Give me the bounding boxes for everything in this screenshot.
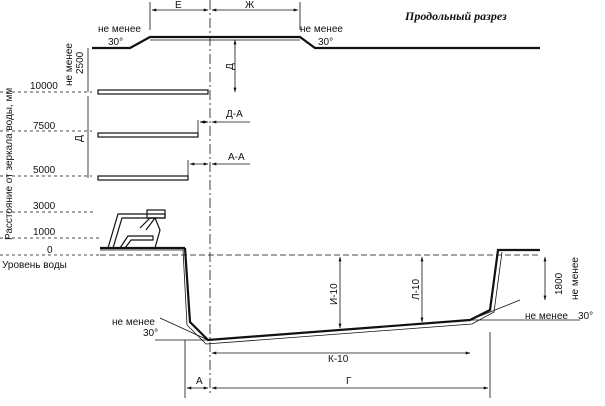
level-5000: 5000 bbox=[33, 165, 56, 176]
vertical-depth-dims bbox=[338, 256, 547, 329]
min-label-top-right: не менее bbox=[300, 24, 343, 35]
top-dimensions bbox=[149, 2, 301, 30]
level-1000: 1000 bbox=[33, 227, 56, 238]
axis-label: Расстояние от зеркала воды, мм bbox=[4, 88, 15, 240]
level-7500: 7500 bbox=[33, 121, 56, 132]
water-level-label: Уровень воды bbox=[2, 260, 67, 271]
dim-l10: Л-10 bbox=[411, 279, 422, 300]
platform-7500 bbox=[97, 132, 199, 138]
dim-aa: А-А bbox=[228, 152, 245, 163]
dim-g: Г bbox=[346, 376, 352, 387]
min-value-1800: 1800 bbox=[554, 272, 565, 295]
upper-platform bbox=[92, 35, 540, 50]
angle-label-top-left: 30° bbox=[108, 37, 123, 48]
angle-label-bottom-left: 30° bbox=[143, 328, 158, 339]
angle-label-bottom-right: 30° bbox=[578, 311, 593, 322]
dim-e: Е bbox=[175, 0, 182, 11]
dim-zh: Ж bbox=[245, 0, 255, 11]
dim-d-left-label: Д bbox=[74, 135, 85, 142]
min-label-bottom-left: не менее bbox=[112, 317, 155, 328]
dim-d-right-label: Д bbox=[225, 63, 236, 70]
angle-label-top-right: 30° bbox=[318, 37, 333, 48]
level-3000: 3000 bbox=[33, 201, 56, 212]
level-0: 0 bbox=[47, 245, 53, 256]
dim-a: А bbox=[196, 376, 203, 387]
min-label-top-left: не менее bbox=[98, 24, 141, 35]
dim-da: Д-А bbox=[226, 109, 243, 120]
min-label-1800: не менее bbox=[570, 257, 581, 300]
springboard-structure bbox=[100, 209, 185, 251]
level-ticks bbox=[0, 48, 100, 256]
min-label-bottom-right: не менее bbox=[525, 311, 568, 322]
level-10000: 10000 bbox=[30, 81, 58, 92]
drawing-title: Продольный разрез bbox=[404, 9, 507, 23]
dim-k10: К-10 bbox=[328, 354, 349, 365]
dim-i10: И-10 bbox=[329, 283, 340, 305]
min-label-2500: не менее bbox=[64, 43, 75, 86]
bottom-extensions bbox=[155, 299, 580, 398]
dim-da-aa bbox=[187, 120, 250, 176]
platform-5000 bbox=[97, 175, 189, 181]
pool-outline bbox=[182, 247, 540, 345]
platform-10000 bbox=[97, 89, 209, 95]
min-value-2500: 2500 bbox=[75, 51, 86, 74]
